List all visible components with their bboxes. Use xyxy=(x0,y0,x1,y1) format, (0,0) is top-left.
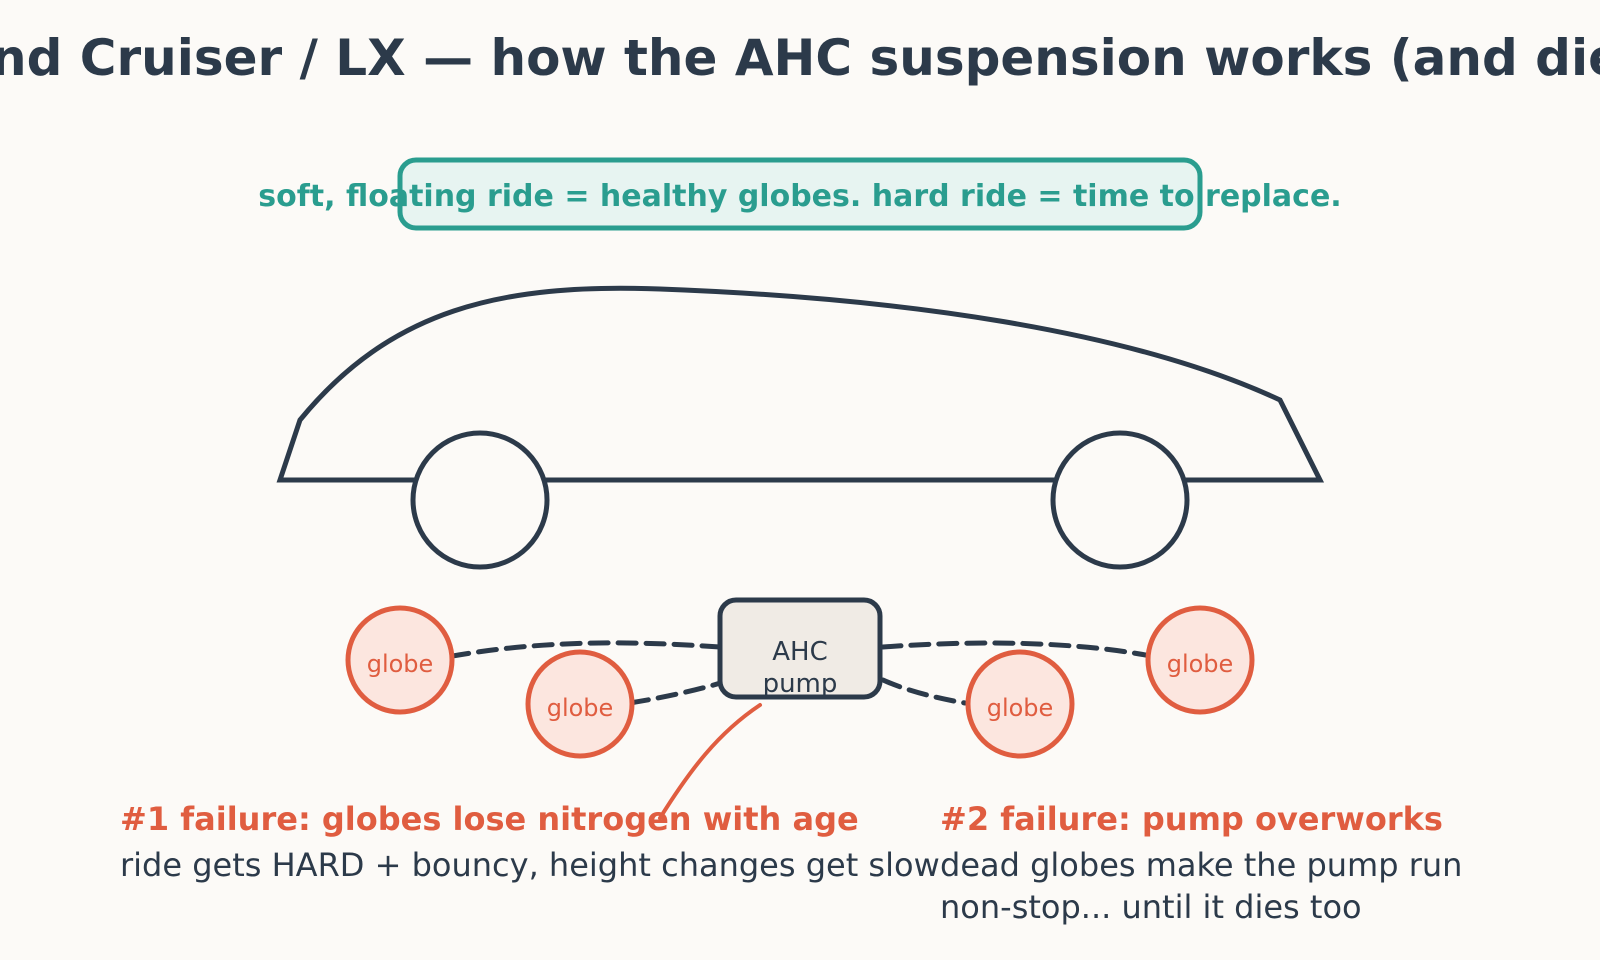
rear-wheel xyxy=(1050,430,1190,570)
globe-front-right: globe xyxy=(525,649,635,759)
globe-label: globe xyxy=(987,694,1054,722)
pump-box xyxy=(717,597,883,700)
globe-label: globe xyxy=(367,650,434,678)
failure-2-body-line-2: non-stop... until it dies too xyxy=(940,888,1362,926)
globe-circle xyxy=(525,649,635,759)
pump-label-line2: pump xyxy=(763,669,838,699)
failure-1-title: #1 failure: globes lose nitrogen with ag… xyxy=(120,800,859,838)
page-title: Land Cruiser / LX — how the AHC suspensi… xyxy=(0,29,1600,87)
pump-label-line1: AHC xyxy=(772,637,828,667)
failure-pointer-line xyxy=(658,703,762,820)
globe-rear-right: globe xyxy=(1145,605,1255,715)
globe-front-left: globe xyxy=(345,605,455,715)
line-front-right xyxy=(627,677,733,706)
banner-box xyxy=(397,157,1203,231)
failure-1-body-line: ride gets HARD + bouncy, height changes … xyxy=(120,846,940,884)
globe-circle xyxy=(1145,605,1255,715)
globe-label: globe xyxy=(1167,650,1234,678)
failure-2-title: #2 failure: pump overworks xyxy=(940,800,1443,838)
banner-text: soft, floating ride = healthy globes. ha… xyxy=(258,179,1341,214)
failure-2-body-line-1: dead globes make the pump run xyxy=(940,846,1462,884)
globe-circle xyxy=(345,605,455,715)
globe-rear-left: globe xyxy=(965,649,1075,759)
globe-label: globe xyxy=(547,694,614,722)
front-wheel xyxy=(410,430,550,570)
line-front-left xyxy=(415,640,723,666)
globe-circle xyxy=(965,649,1075,759)
ahc-pump: AHC pump xyxy=(717,597,883,700)
line-rear-left xyxy=(880,677,968,706)
car-body-outline xyxy=(276,285,1325,483)
